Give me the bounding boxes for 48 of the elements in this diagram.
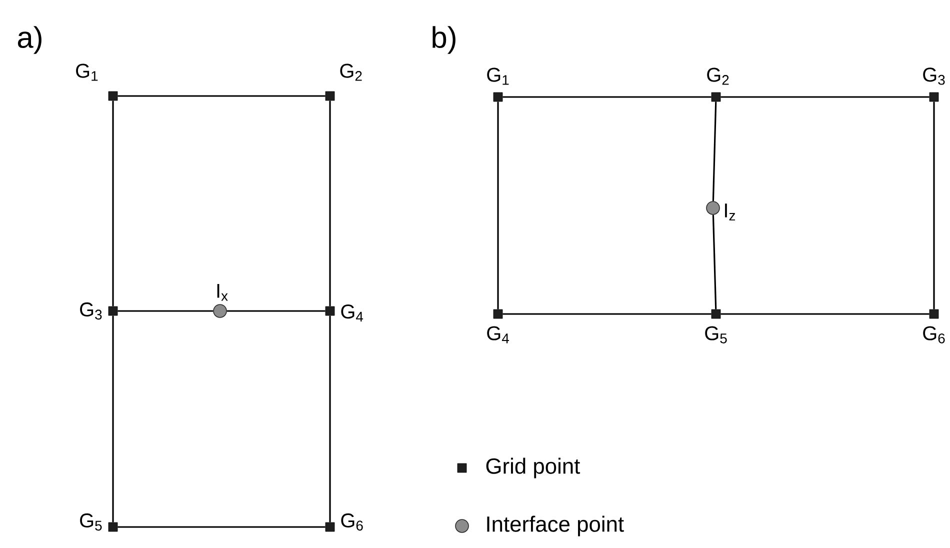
grid-point xyxy=(325,522,335,532)
point-label: I$_{z}$ xyxy=(725,204,736,220)
point-label: G$_{3}$ xyxy=(80,302,102,320)
panel-label: b) xyxy=(432,26,456,54)
point-label: G$_{6}$ xyxy=(923,326,945,344)
legend-text: Interface point xyxy=(487,516,624,536)
line xyxy=(933,102,935,310)
point-label: G$_{2}$ xyxy=(707,68,729,85)
line xyxy=(112,316,114,522)
grid-point xyxy=(108,91,118,101)
interface-point xyxy=(213,304,227,318)
line xyxy=(712,102,717,202)
line xyxy=(118,310,214,312)
line xyxy=(502,96,712,98)
line xyxy=(112,100,114,306)
point-label: G$_{5}$ xyxy=(80,513,102,531)
grid-point xyxy=(325,306,335,316)
grid-point xyxy=(108,522,118,532)
point-label: G$_{6}$ xyxy=(341,513,363,531)
point-label: G$_{4}$ xyxy=(341,304,364,322)
point-label: G$_{3}$ xyxy=(923,68,945,85)
line xyxy=(226,310,326,312)
point-label: G$_{1}$ xyxy=(487,68,509,85)
line xyxy=(712,214,717,310)
line xyxy=(329,316,331,522)
point-label: G$_{1}$ xyxy=(76,64,98,81)
line xyxy=(329,100,331,306)
grid-point xyxy=(108,306,118,316)
panel-label: a) xyxy=(18,26,42,54)
line xyxy=(720,96,930,98)
grid-point xyxy=(929,92,939,102)
grid-point xyxy=(711,92,721,102)
grid-point xyxy=(493,92,503,102)
line xyxy=(497,102,499,310)
grid-point xyxy=(325,91,335,101)
grid-point xyxy=(711,309,721,319)
line xyxy=(118,526,326,528)
line xyxy=(502,313,712,315)
point-label: G$_{5}$ xyxy=(705,326,727,344)
line xyxy=(118,95,326,97)
interface-point xyxy=(706,201,720,215)
grid-point xyxy=(493,309,503,319)
point-label: I$_{x}$ xyxy=(217,284,228,301)
point-label: G$_{4}$ xyxy=(487,326,509,344)
line xyxy=(720,313,930,315)
grid-point xyxy=(929,309,939,319)
point-label: G$_{2}$ xyxy=(340,64,362,81)
legend-text: Grid point xyxy=(486,458,580,478)
